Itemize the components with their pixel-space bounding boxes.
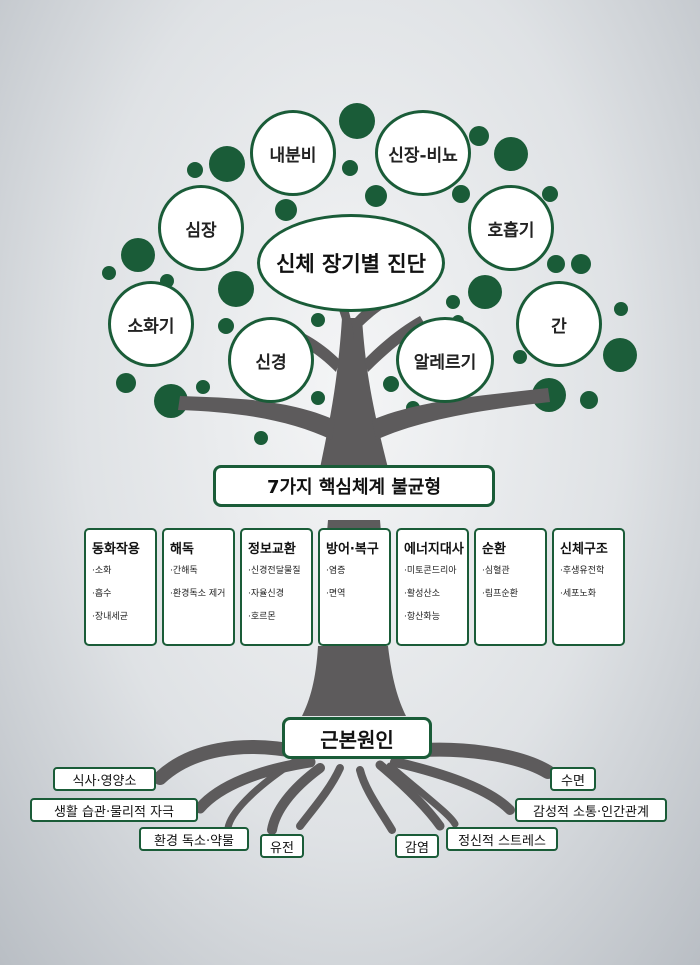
system-item: ·간해독 <box>170 566 198 576</box>
system-box-defense: 방어·복구 ·염증 ·면역 <box>318 528 391 646</box>
system-item: ·자율신경 <box>248 589 284 599</box>
root-cause-label: 환경 독소·약물 <box>139 827 249 851</box>
system-item: ·호르몬 <box>248 612 276 622</box>
system-title: 방어·복구 <box>326 542 379 557</box>
root-cause-label: 유전 <box>260 834 304 858</box>
root-cause-label: 수면 <box>550 767 596 791</box>
core-systems-banner: 7가지 핵심체계 불균형 <box>213 465 495 507</box>
organ-node-allergy: 알레르기 <box>396 317 494 403</box>
system-title: 순환 <box>482 542 506 557</box>
system-title: 에너지대사 <box>404 542 464 557</box>
organ-node-digestive: 소화기 <box>108 281 194 367</box>
system-item: ·림프순환 <box>482 589 518 599</box>
system-item: ·면역 <box>326 589 346 599</box>
system-item: ·환경독소 제거 <box>170 589 226 599</box>
system-title: 동화작용 <box>92 542 140 557</box>
organ-node-heart: 심장 <box>158 185 244 271</box>
system-box-energy: 에너지대사 ·미토콘드리아 ·활성산소 ·항산화능 <box>396 528 469 646</box>
system-box-structure: 신체구조 ·후생유전학 ·세포노화 <box>552 528 625 646</box>
root-cause-label: 정신적 스트레스 <box>446 827 558 851</box>
center-diagnosis-node: 신체 장기별 진단 <box>257 214 445 312</box>
root-cause-label: 감성적 소통·인간관계 <box>515 798 667 822</box>
system-title: 신체구조 <box>560 542 608 557</box>
root-cause-label: 식사·영양소 <box>53 767 156 791</box>
root-cause-label: 감염 <box>395 834 439 858</box>
root-cause-label: 생활 습관·물리적 자극 <box>30 798 198 822</box>
system-item: ·후생유전학 <box>560 566 605 576</box>
system-box-detox: 해독 ·간해독 ·환경독소 제거 <box>162 528 235 646</box>
system-item: ·흡수 <box>92 589 112 599</box>
system-box-communication: 정보교환 ·신경전달물질 ·자율신경 ·호르몬 <box>240 528 313 646</box>
organ-node-endocrine: 내분비 <box>250 110 336 196</box>
system-title: 정보교환 <box>248 542 296 557</box>
system-box-circulation: 순환 ·심혈관 ·림프순환 <box>474 528 547 646</box>
system-item: ·세포노화 <box>560 589 596 599</box>
system-item: ·활성산소 <box>404 589 440 599</box>
system-item: ·염증 <box>326 566 346 576</box>
organ-node-kidney: 신장-비뇨 <box>375 110 471 196</box>
system-title: 해독 <box>170 542 194 557</box>
system-item: ·소화 <box>92 566 112 576</box>
system-item: ·장내세균 <box>92 612 128 622</box>
root-cause-banner: 근본원인 <box>282 717 432 759</box>
system-item: ·심혈관 <box>482 566 510 576</box>
system-item: ·항산화능 <box>404 612 440 622</box>
system-box-anabolism: 동화작용 ·소화 ·흡수 ·장내세균 <box>84 528 157 646</box>
organ-node-nerve: 신경 <box>228 317 314 403</box>
system-item: ·신경전달물질 <box>248 566 301 576</box>
organ-node-liver: 간 <box>516 281 602 367</box>
organ-node-respiratory: 호흡기 <box>468 185 554 271</box>
system-item: ·미토콘드리아 <box>404 566 457 576</box>
